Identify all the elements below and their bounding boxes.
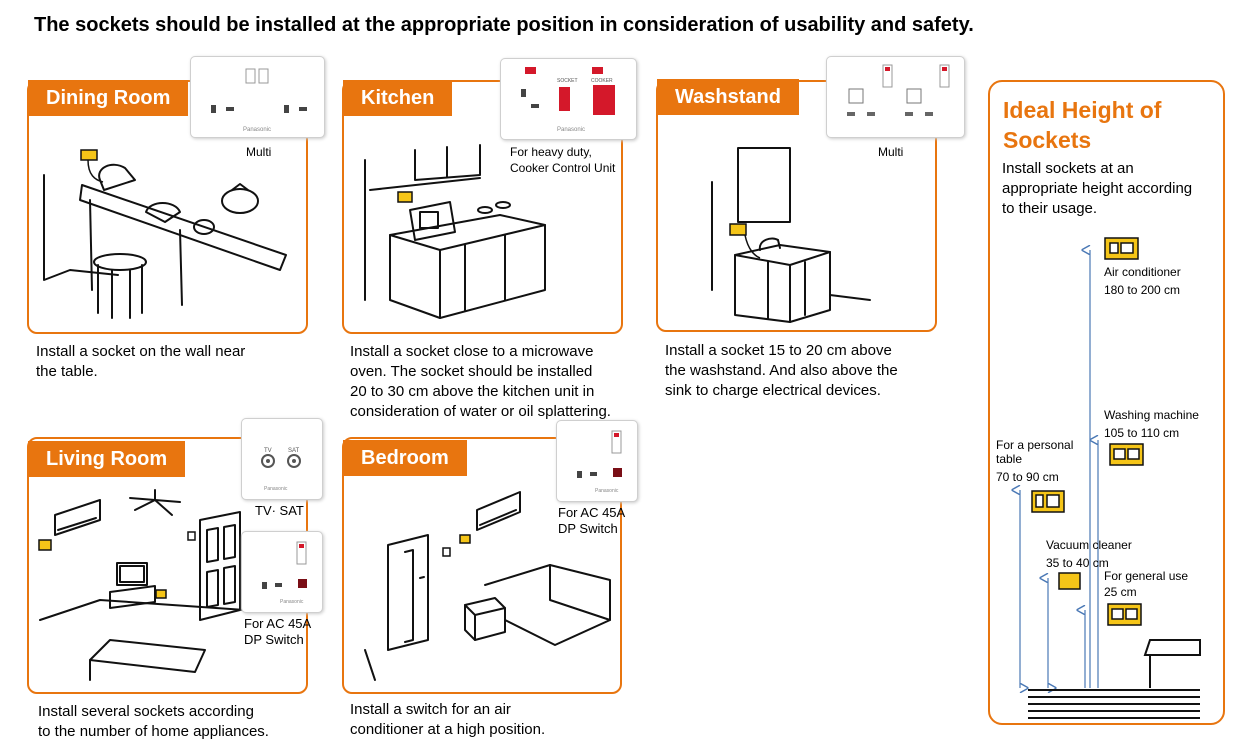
living-dp-switch-plate: Panasonic (241, 531, 323, 613)
living-dp-label-line2: DP Switch (244, 632, 304, 647)
dining-caption-line2: the table. (36, 363, 98, 380)
ideal-desc-line2: appropriate height according (1002, 180, 1193, 197)
living-tv-plate-tv-label: TV (264, 448, 272, 454)
kitchen-title: Kitchen (343, 80, 453, 116)
bedroom-caption-line1: Install a switch for an air (350, 701, 511, 718)
ideal-item-general-name: For general use (1104, 569, 1189, 583)
bedroom-dp-switch-plate: Panasonic (556, 420, 638, 502)
dining-multi-socket-plate: Panasonic (190, 56, 325, 138)
kitchen-cooker-control-plate: SOCKET COOKER Panasonic (500, 58, 637, 140)
kitchen-plate-brand: Panasonic (557, 127, 586, 133)
ideal-desc-line1: Install sockets at an (1002, 160, 1134, 177)
living-dp-plate-brand: Panasonic (280, 599, 304, 605)
kitchen-caption-line4: consideration of water or oil splatterin… (350, 403, 611, 420)
ideal-desc-line3: to their usage. (1002, 200, 1098, 217)
washstand-title: Washstand (657, 79, 799, 115)
ideal-item-table-range: 70 to 90 cm (996, 470, 1059, 484)
bedroom-dp-label-line1: For AC 45A (558, 505, 626, 520)
headline: The sockets should be installed at the a… (34, 14, 974, 36)
ideal-item-washing-range: 105 to 110 cm (1104, 426, 1180, 440)
living-caption-line2: to the number of home appliances. (38, 723, 269, 740)
living-tv-plate-sat-label: SAT (288, 448, 300, 454)
living-tv-sat-plate: TV SAT Panasonic (241, 418, 323, 500)
living-room-title: Living Room (28, 441, 186, 477)
dining-plate-label: Multi (246, 145, 272, 159)
bedroom-title: Bedroom (343, 440, 467, 476)
socket-icon-vacuum-cleaner (1058, 572, 1081, 590)
washstand-caption-line2: the washstand. And also above the (665, 362, 898, 379)
ideal-item-ac-name: Air conditioner (1104, 265, 1181, 279)
washstand-multi-socket-plate (826, 56, 965, 138)
bedroom-dp-plate-brand: Panasonic (595, 488, 619, 494)
ideal-item-ac-range: 180 to 200 cm (1104, 283, 1181, 297)
ideal-item-vacuum-name: Vacuum cleaner (1046, 538, 1132, 552)
kitchen-caption-line2: oven. The socket should be installed (350, 363, 593, 380)
kitchen-plate-socket-label: SOCKET (557, 78, 578, 84)
washstand-plate-label: Multi (878, 145, 904, 159)
living-tv-plate-brand: Panasonic (264, 486, 288, 492)
dining-plate-brand: Panasonic (243, 127, 272, 133)
living-caption-line1: Install several sockets according (38, 703, 254, 720)
ideal-height-title-line1: Ideal Height of (1003, 97, 1162, 123)
kitchen-plate-cooker-label: COOKER (591, 78, 613, 84)
ideal-item-general-range: 25 cm (1104, 585, 1137, 599)
ideal-item-table-name-line1: For a personal (996, 438, 1074, 452)
bedroom-caption-line2: conditioner at a high position. (350, 721, 546, 738)
bedroom-dp-label-line2: DP Switch (558, 521, 618, 536)
kitchen-plate-label-line1: For heavy duty, (510, 145, 592, 159)
living-tv-label: TV· SAT (255, 503, 304, 518)
dining-caption-line1: Install a socket on the wall near (36, 343, 246, 360)
washstand-caption-line1: Install a socket 15 to 20 cm above (665, 342, 892, 359)
ideal-height-title-line2: Sockets (1003, 127, 1092, 153)
ideal-item-washing-name: Washing machine (1104, 408, 1199, 422)
kitchen-caption-line3: 20 to 30 cm above the kitchen unit in (350, 383, 595, 400)
dining-room-title: Dining Room (28, 80, 189, 116)
kitchen-caption-line1: Install a socket close to a microwave (350, 343, 594, 360)
kitchen-plate-label-line2: Cooker Control Unit (510, 161, 616, 175)
ideal-item-table-name-line2: table (996, 452, 1023, 466)
washstand-caption-line3: sink to charge electrical devices. (665, 382, 881, 399)
living-dp-label-line1: For AC 45A (244, 616, 312, 631)
ideal-item-vacuum-range: 35 to 40 cm (1046, 556, 1109, 570)
